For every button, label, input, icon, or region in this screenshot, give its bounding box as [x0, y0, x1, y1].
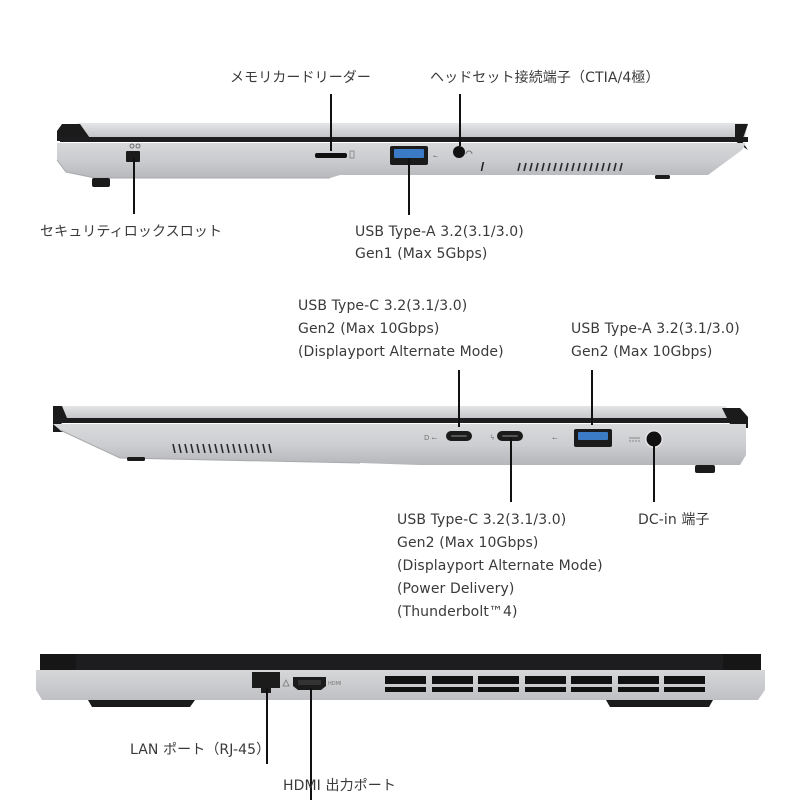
usb-c-dp-label-line2: Gen2 (Max 10Gbps) — [298, 321, 440, 337]
left-side-view: ⭠ メモリカードリーダー ヘッドセット接続端子（CTIA/4極） セキュリティロ… — [0, 0, 800, 290]
usb-a-gen2-label-line2: Gen2 (Max 10Gbps) — [571, 344, 713, 360]
svg-text:HDMI: HDMI — [328, 681, 341, 687]
right-side-view: D ⭠ ϟ ⭠ USB Type-C 3.2(3.1/3.0) Gen2 (Ma… — [0, 290, 800, 630]
usb-a-gen2-callout-line — [591, 370, 593, 425]
usb-c-dp-label-line3: (Displayport Alternate Mode) — [298, 344, 504, 360]
memory-card-callout-line — [330, 94, 332, 151]
laptop-left-side-illustration: ⭠ — [56, 123, 748, 187]
lan-callout-line — [266, 688, 268, 764]
svg-text:⭠: ⭠ — [433, 153, 438, 160]
usb-c-dp-label-line1: USB Type-C 3.2(3.1/3.0) — [298, 298, 468, 314]
rear-view: HDMI LAN ポート（RJ-45） HDMI 出力ポート — [0, 630, 800, 800]
security-lock-slot-label: セキュリティロックスロット — [40, 224, 223, 240]
security-lock-callout-line — [133, 158, 135, 214]
usb-a-gen1-callout-line — [408, 158, 410, 215]
usb-a-gen1-label-line2: Gen1 (Max 5Gbps) — [355, 246, 488, 262]
usb-c-tb-label-line5: (Thunderbolt™4) — [397, 604, 518, 620]
memory-card-reader-label: メモリカードリーダー — [230, 70, 371, 86]
headset-callout-line — [459, 94, 461, 146]
dc-in-label: DC-in 端子 — [638, 512, 710, 528]
svg-text:⭠: ⭠ — [552, 434, 558, 442]
usb-c-tb-label-line2: Gen2 (Max 10Gbps) — [397, 535, 539, 551]
svg-text:D ⭠: D ⭠ — [424, 434, 438, 442]
usb-a-gen2-label-line1: USB Type-A 3.2(3.1/3.0) — [571, 321, 740, 337]
usb-c-tb-label-line1: USB Type-C 3.2(3.1/3.0) — [397, 512, 567, 528]
usb-c-tb-label-line3: (Displayport Alternate Mode) — [397, 558, 603, 574]
usb-a-gen1-label-line1: USB Type-A 3.2(3.1/3.0) — [355, 224, 524, 240]
usb-c-dp-callout-line — [458, 370, 460, 427]
svg-text:ϟ: ϟ — [490, 434, 495, 442]
lan-port-label: LAN ポート（RJ-45） — [130, 742, 271, 758]
headset-jack-label: ヘッドセット接続端子（CTIA/4極） — [430, 70, 660, 86]
dc-in-callout-line — [653, 438, 655, 502]
hdmi-port-label: HDMI 出力ポート — [283, 778, 396, 794]
usb-c-tb-callout-line — [510, 438, 512, 502]
laptop-rear-illustration: HDMI — [36, 654, 765, 707]
hdmi-callout-line — [310, 688, 312, 800]
usb-c-tb-label-line4: (Power Delivery) — [397, 581, 515, 597]
